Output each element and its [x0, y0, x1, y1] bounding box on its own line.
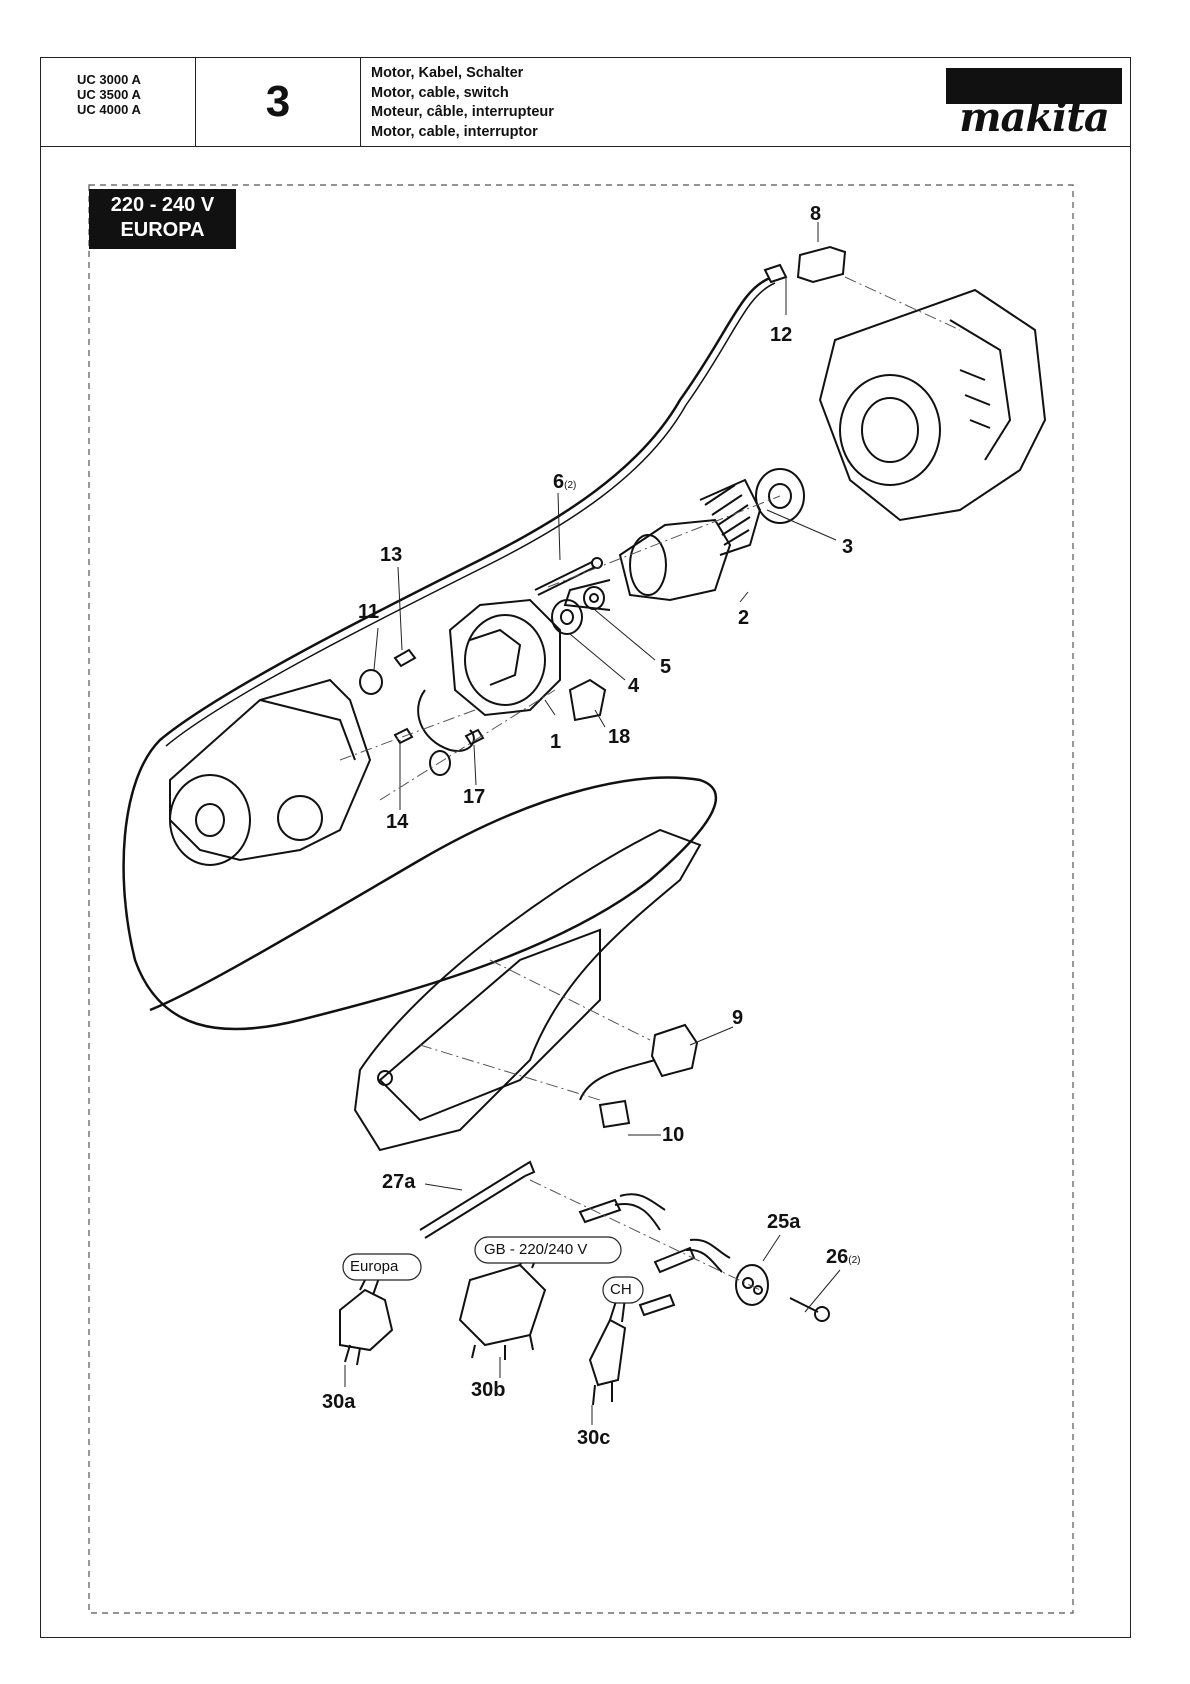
plug-tag-europa: Europa [350, 1258, 399, 1275]
region-name: EUROPA [120, 219, 205, 241]
part-label-18: 18 [608, 726, 631, 748]
model-list: UC 3000 A UC 3500 A UC 4000 A [41, 58, 196, 146]
part-label-26: 26(2) [826, 1246, 861, 1268]
title-german: Motor, Kabel, Schalter [371, 65, 524, 81]
parts-sheet-frame: UC 3000 A UC 3500 A UC 4000 A 3 Motor, K… [40, 57, 1131, 1638]
part-label-2: 2 [738, 607, 750, 629]
region-voltage: 220 - 240 V [110, 194, 215, 216]
model-uc4000a: UC 4000 A [77, 102, 141, 117]
title-spanish: Motor, cable, interruptor [371, 123, 538, 140]
part-label-17: 17 [463, 786, 486, 808]
model-uc3500a: UC 3500 A [77, 87, 141, 102]
part-label-4: 4 [628, 675, 640, 697]
part-label-5: 5 [660, 656, 672, 678]
logo-wordmark: makita [959, 94, 1110, 141]
section-titles: Motor, Kabel, Schalter Motor, cable, swi… [361, 58, 1132, 146]
sheet-header: UC 3000 A UC 3500 A UC 4000 A 3 Motor, K… [41, 58, 1130, 147]
part-label-8: 8 [810, 203, 822, 225]
part-label-9: 9 [732, 1007, 744, 1029]
title-french: Moteur, câble, interrupteur [371, 104, 554, 120]
plug-tag-gb: GB - 220/240 V [484, 1241, 588, 1258]
region-badge: 220 - 240 V EUROPA [89, 189, 236, 249]
logo-bar [946, 68, 1122, 104]
plug-tag-ch: CH [610, 1281, 632, 1298]
part-6-quantity: (2) [564, 480, 577, 491]
part-label-10: 10 [662, 1124, 685, 1146]
title-english: Motor, cable, switch [371, 84, 509, 101]
part-label-30b: 30b [471, 1379, 506, 1401]
part-label-27a: 27a [382, 1171, 416, 1193]
model-uc3000a: UC 3000 A [77, 72, 141, 87]
page-number: 3 [196, 58, 361, 146]
part-label-11: 11 [358, 601, 380, 623]
part-label-3: 3 [842, 536, 854, 558]
part-26-quantity: (2) [848, 1255, 861, 1266]
part-label-25a: 25a [767, 1211, 801, 1233]
part-label-6: 6(2) [553, 471, 577, 493]
part-label-13: 13 [380, 544, 403, 566]
part-label-1: 1 [550, 731, 562, 753]
part-label-30c: 30c [577, 1427, 611, 1449]
makita-logo: makita [946, 68, 1122, 140]
part-label-14: 14 [386, 811, 409, 833]
part-label-12: 12 [770, 324, 793, 346]
part-label-30a: 30a [322, 1391, 356, 1413]
